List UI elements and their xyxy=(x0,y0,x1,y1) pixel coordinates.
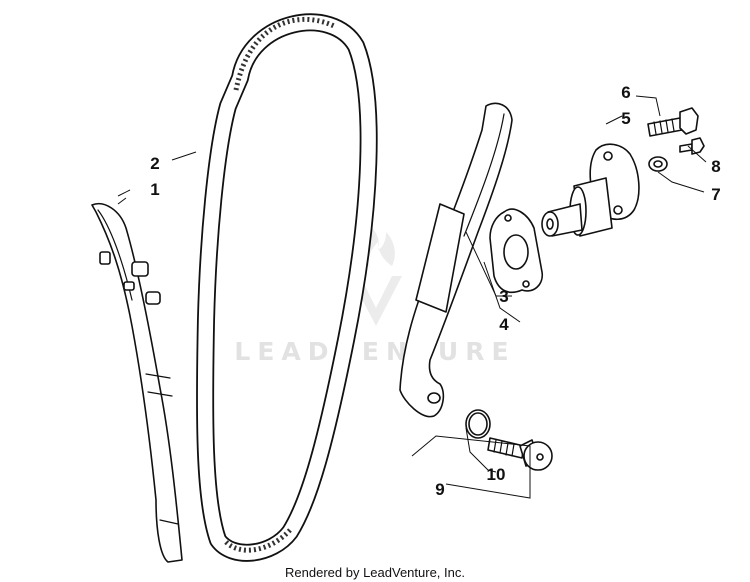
callout-labels: 1 2 3 4 5 6 7 8 9 10 xyxy=(150,83,720,499)
gasket-part[interactable] xyxy=(489,208,544,294)
callout-8[interactable]: 8 xyxy=(711,157,720,176)
callout-7[interactable]: 7 xyxy=(711,185,720,204)
callout-2[interactable]: 2 xyxy=(150,154,159,173)
callout-4[interactable]: 4 xyxy=(499,315,509,334)
leader-lines xyxy=(117,95,707,499)
callout-9[interactable]: 9 xyxy=(435,480,444,499)
chain-guide-left-part[interactable] xyxy=(91,203,183,563)
callout-1[interactable]: 1 xyxy=(150,180,159,199)
callout-10[interactable]: 10 xyxy=(487,465,506,484)
tensioner-guide-part[interactable] xyxy=(399,102,513,418)
footer-credit: Rendered by LeadVenture, Inc. xyxy=(285,565,465,580)
o-ring-part[interactable] xyxy=(465,409,491,439)
callout-3[interactable]: 3 xyxy=(499,287,508,306)
chain-tensioner-assembly-part[interactable] xyxy=(541,143,640,237)
callout-5[interactable]: 5 xyxy=(621,109,630,128)
washer-part[interactable] xyxy=(648,156,668,172)
bolt-part[interactable] xyxy=(647,107,699,137)
small-bolt-part[interactable] xyxy=(679,137,705,155)
cam-chain-part[interactable] xyxy=(196,13,378,562)
watermark-text: LEADVENTURE xyxy=(234,337,515,366)
callout-6[interactable]: 6 xyxy=(621,83,630,102)
pivot-bolt-part[interactable] xyxy=(487,437,553,471)
